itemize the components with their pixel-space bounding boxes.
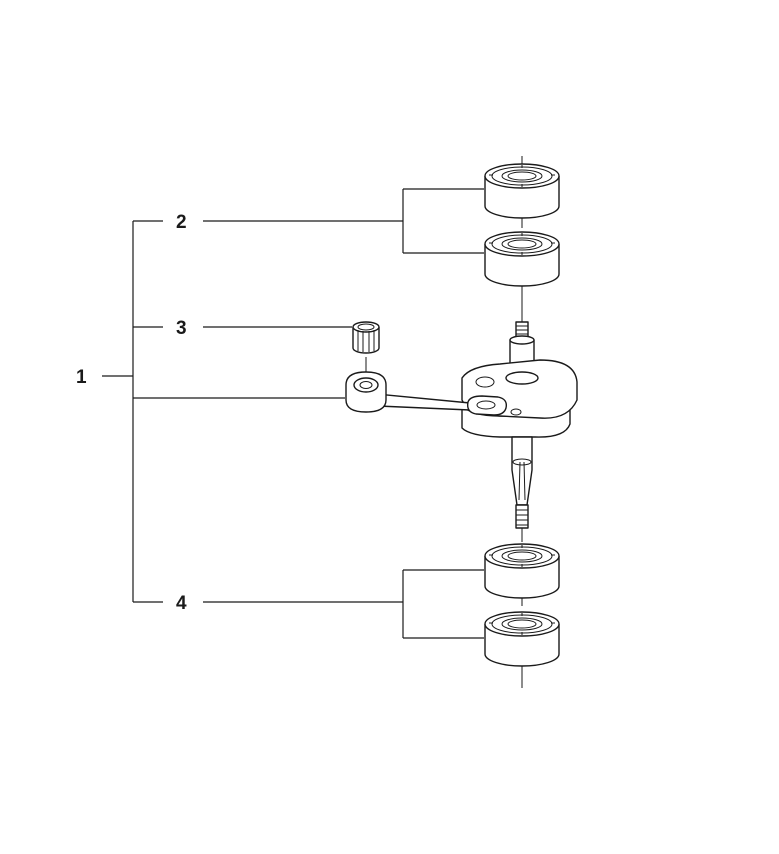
main-bearing-upper-2 — [484, 231, 560, 287]
crankshaft — [461, 321, 578, 529]
main-bearing-lower-2 — [484, 611, 560, 667]
main-bearing-lower-1 — [484, 543, 560, 599]
connecting-rod — [345, 371, 522, 416]
needle-bearing — [352, 321, 380, 354]
callout-4: 4 — [176, 593, 187, 614]
callout-2: 2 — [176, 212, 187, 233]
leader-lines — [102, 156, 523, 688]
callout-1: 1 — [76, 367, 87, 388]
main-bearing-upper-1 — [484, 163, 560, 219]
callout-3: 3 — [176, 318, 187, 339]
